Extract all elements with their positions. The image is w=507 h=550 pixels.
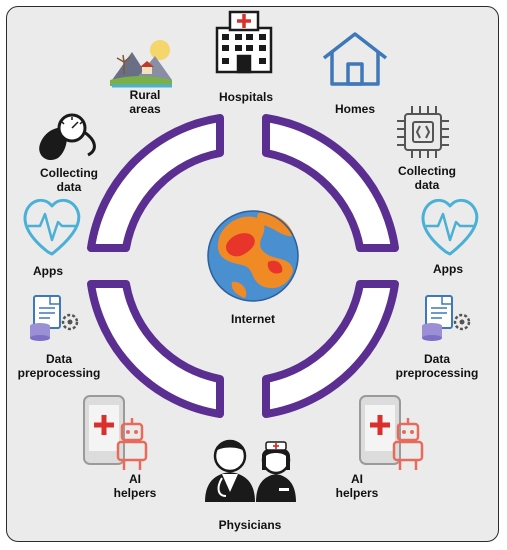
label-hospitals: Hospitals bbox=[218, 90, 273, 104]
rural-landscape-icon bbox=[110, 40, 172, 88]
label-collecting-data-left: Collecting data bbox=[39, 166, 98, 194]
document-database-icon-left bbox=[30, 295, 79, 341]
label-homes: Homes bbox=[334, 102, 375, 116]
heartbeat-icon-left bbox=[23, 198, 81, 256]
label-data-preprocessing-left: Data preprocessing bbox=[17, 352, 101, 380]
heartbeat-icon-right bbox=[421, 198, 479, 256]
label-rural-areas: Rural areas bbox=[129, 88, 161, 116]
label-apps-left: Apps bbox=[33, 264, 63, 278]
home-icon bbox=[322, 32, 388, 86]
phone-robot-icon-right bbox=[359, 395, 424, 470]
cpu-chip-icon bbox=[397, 106, 449, 158]
label-data-preprocessing-right: Data preprocessing bbox=[395, 352, 479, 380]
ring-quadrant-bottom-left bbox=[87, 280, 224, 418]
globe-icon bbox=[207, 210, 299, 302]
label-collecting-data-right: Collecting data bbox=[397, 164, 456, 192]
phone-robot-icon-left bbox=[83, 395, 148, 470]
ring-quadrant-top-left bbox=[87, 114, 224, 252]
ring-quadrants bbox=[87, 114, 399, 418]
doctor-nurse-icon bbox=[205, 439, 296, 502]
document-database-icon-right bbox=[422, 295, 471, 341]
label-internet: Internet bbox=[230, 312, 275, 326]
label-ai-helpers-left: AI helpers bbox=[113, 472, 157, 500]
label-apps-right: Apps bbox=[433, 262, 463, 276]
label-ai-helpers-right: AI helpers bbox=[335, 472, 379, 500]
blood-pressure-gauge-icon bbox=[39, 113, 96, 161]
label-physicians: Physicians bbox=[218, 518, 282, 532]
hospital-icon bbox=[215, 10, 273, 74]
ring-quadrant-bottom-right bbox=[262, 280, 399, 418]
ring-quadrant-top-right bbox=[262, 114, 399, 252]
